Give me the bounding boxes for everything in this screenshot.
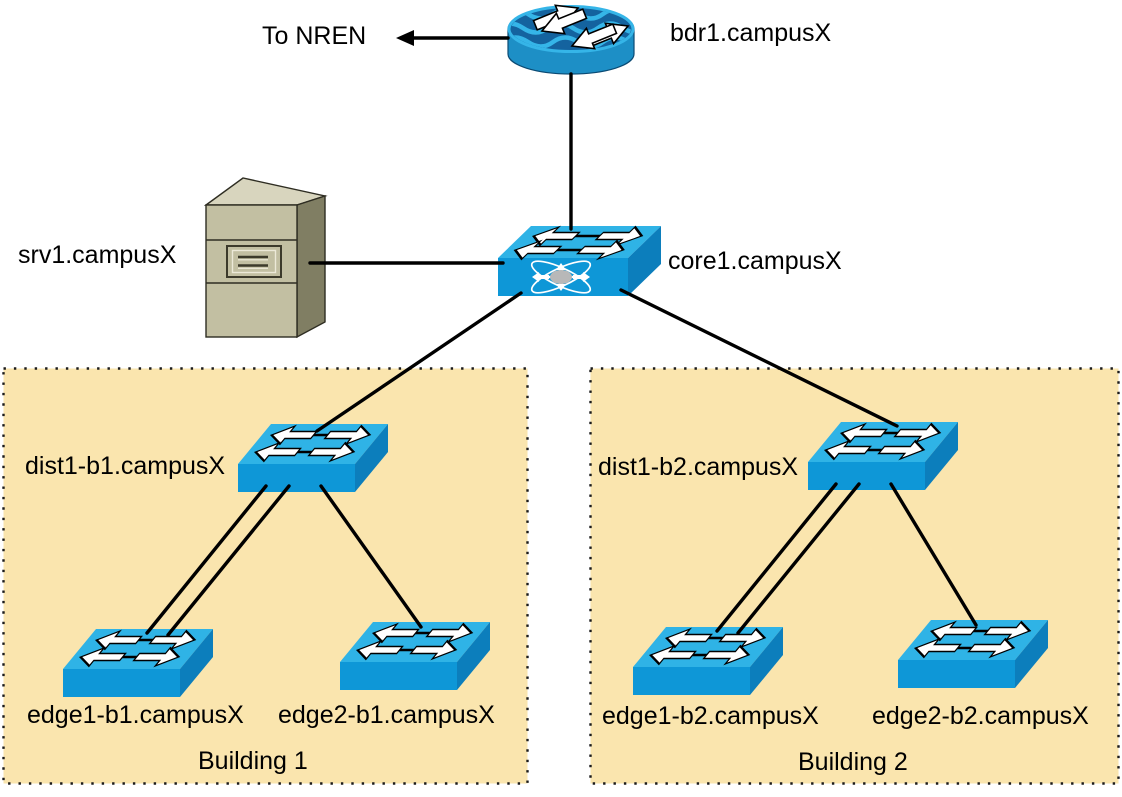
label-core1: core1.campusX (668, 247, 842, 275)
link-core1-dist1-b1 (315, 291, 523, 433)
link-dist1-b1-edge1-b1-b (166, 484, 291, 637)
link-dist1-b1-edge2-b1 (319, 484, 423, 629)
label-to-nren: To NREN (262, 22, 367, 50)
link-dist1-b2-edge1-b2-b (736, 482, 861, 635)
bdr1-router-icon (498, 0, 653, 74)
link-dist1-b2-edge2-b2 (889, 482, 978, 627)
label-edge1-b1: edge1-b1.campusX (27, 701, 244, 729)
link-dist1-b1-edge1-b1-a (145, 484, 268, 635)
srv1-server-icon (203, 177, 328, 339)
core1-layer3-switch-icon (498, 226, 661, 299)
label-edge1-b2: edge1-b2.campusX (602, 702, 819, 730)
label-building1: Building 1 (198, 747, 308, 775)
label-edge2-b2: edge2-b2.campusX (872, 702, 1089, 730)
nren-arrowhead-icon (396, 30, 414, 46)
label-dist1-b1: dist1-b1.campusX (25, 452, 226, 480)
label-srv1: srv1.campusX (18, 241, 177, 269)
label-edge2-b1: edge2-b1.campusX (278, 701, 495, 729)
link-core1-dist1-b2 (619, 288, 899, 428)
link-dist1-b2-edge1-b2-a (715, 482, 838, 633)
label-bdr1: bdr1.campusX (670, 19, 832, 47)
label-building2: Building 2 (798, 748, 908, 776)
label-dist1-b2: dist1-b2.campusX (598, 453, 799, 481)
